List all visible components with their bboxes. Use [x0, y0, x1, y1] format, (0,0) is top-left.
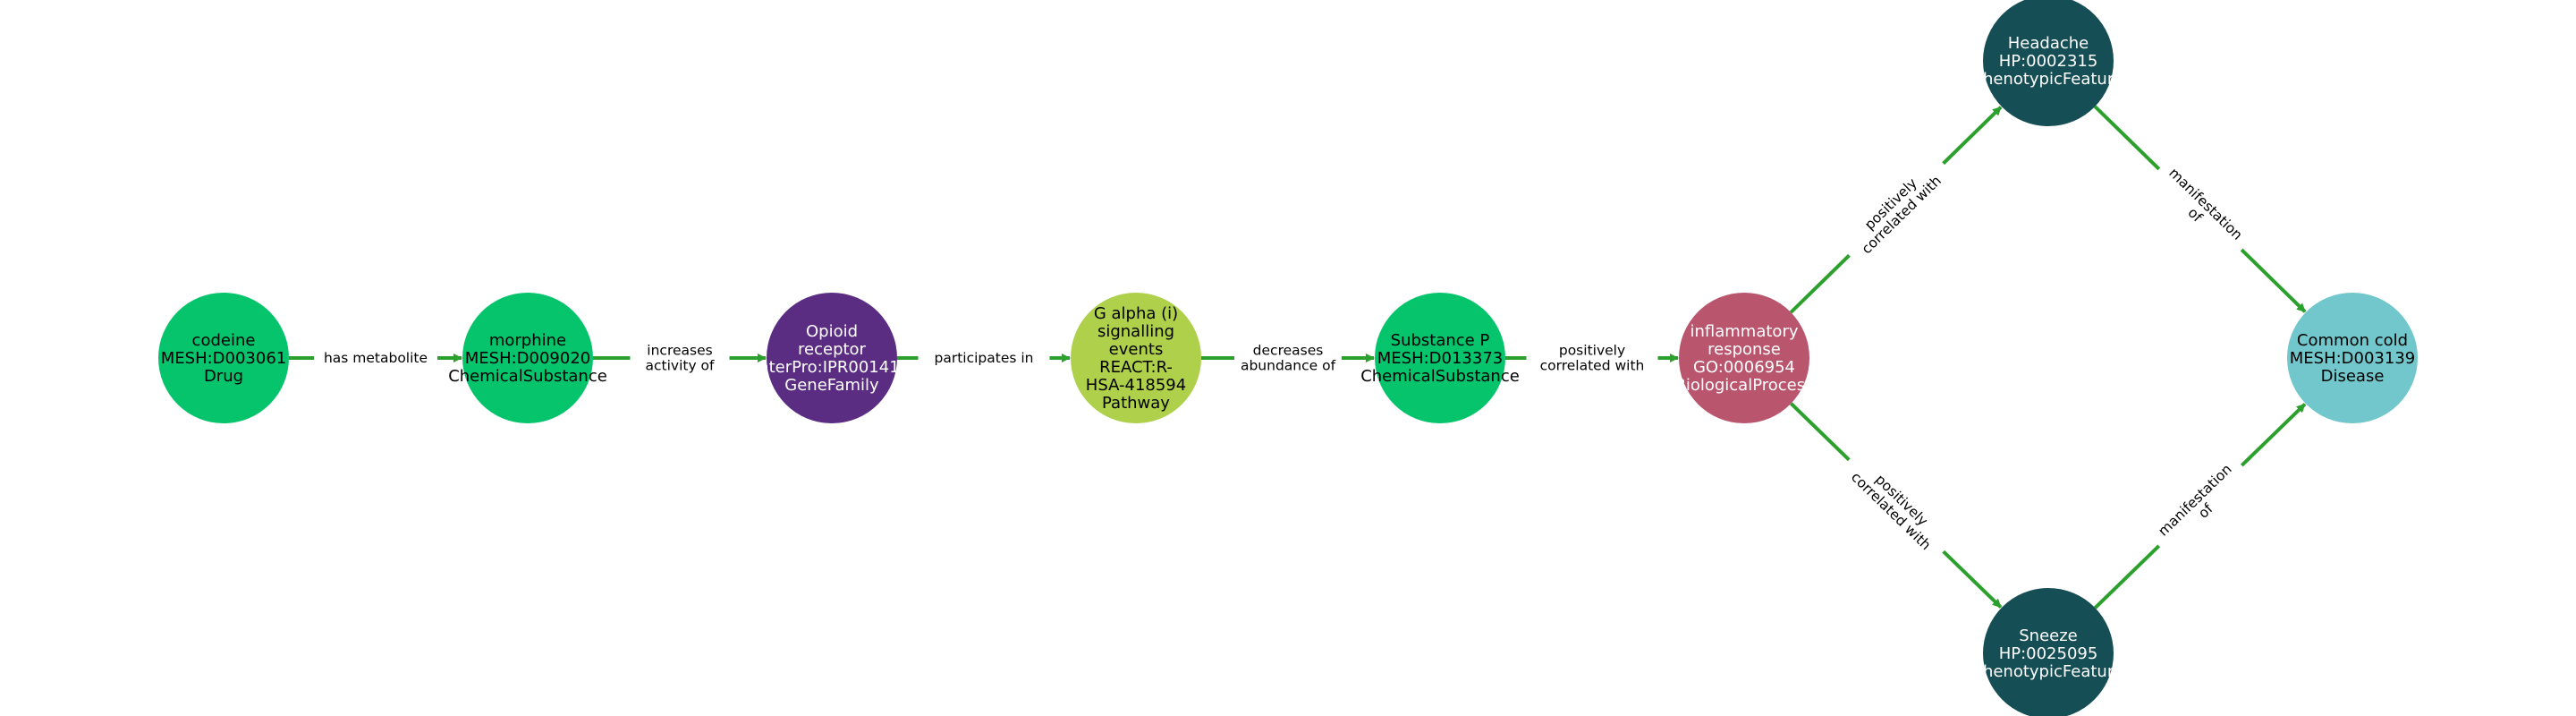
- edge-label-opioid-to-galpha: participates in: [918, 347, 1050, 369]
- edge-label-line: abundance of: [1241, 358, 1336, 374]
- edge-label-background: [1836, 150, 1956, 268]
- node-label-line: MESH:D003061: [161, 349, 287, 368]
- edge-label-line: positively: [1559, 343, 1625, 359]
- node-label-line: Opioid: [806, 322, 858, 341]
- edge-label-background: [1836, 447, 1956, 565]
- node-label-line: ChemicalSubstance: [448, 367, 607, 386]
- edge-label-line: participates in: [934, 350, 1033, 366]
- edge-label-background: [2146, 452, 2255, 559]
- node-opioid[interactable]: OpioidreceptorInterPro:IPR001418GeneFami…: [754, 293, 910, 423]
- edge-label-line: activity of: [645, 358, 715, 374]
- node-label-line: Headache: [2008, 34, 2089, 53]
- node-label-line: events: [1109, 340, 1164, 359]
- node-circle: [1983, 588, 2114, 716]
- node-circle: [1679, 293, 1809, 423]
- node-label-line: codeine: [192, 331, 256, 350]
- node-label-line: response: [1707, 340, 1781, 359]
- node-circle: [1983, 0, 2114, 126]
- node-galpha[interactable]: G alpha (i)signallingeventsREACT:R-HSA-4…: [1071, 293, 1201, 423]
- node-label-line: signalling: [1097, 322, 1174, 341]
- node-label-line: morphine: [489, 331, 566, 350]
- node-circle: [2287, 293, 2418, 423]
- node-circle: [1071, 293, 1201, 423]
- edge-label-background: [314, 347, 437, 369]
- node-label-line: REACT:R-: [1099, 358, 1173, 377]
- node-inflammatory[interactable]: inflammatoryresponseGO:0006954Biological…: [1674, 293, 1814, 423]
- node-label-line: GeneFamily: [784, 376, 879, 395]
- node-label-line: HP:0025095: [1999, 644, 2098, 663]
- node-label-line: inflammatory: [1690, 322, 1799, 341]
- node-label-line: BiologicalProcess: [1674, 376, 1813, 395]
- node-circle: [158, 293, 289, 423]
- edge-label-background: [630, 340, 730, 376]
- edge-label-codeine-to-morphine: has metabolite: [314, 347, 437, 369]
- edge-label-background: [2146, 156, 2255, 263]
- node-label-line: G alpha (i): [1094, 304, 1178, 323]
- edge-label-line: decreases: [1253, 343, 1324, 359]
- node-label-line: InterPro:IPR001418: [754, 358, 910, 377]
- node-circle: [767, 293, 897, 423]
- node-label-line: MESH:D009020: [465, 349, 591, 368]
- node-label-line: Common cold: [2297, 331, 2408, 350]
- node-label-line: HP:0002315: [1999, 52, 2098, 71]
- node-label-line: Substance P: [1391, 331, 1490, 350]
- edge-label-background: [1234, 340, 1342, 376]
- node-label-line: Sneeze: [2019, 626, 2078, 645]
- node-label-line: MESH:D013373: [1377, 349, 1504, 368]
- edge-label-line: has metabolite: [324, 350, 428, 366]
- node-label-line: PhenotypicFeature: [1973, 662, 2123, 681]
- node-label-line: PhenotypicFeature: [1973, 70, 2123, 89]
- edge-label-line: increases: [647, 343, 712, 359]
- node-circle: [1375, 293, 1505, 423]
- node-label-line: HSA-418594: [1086, 376, 1186, 395]
- node-label-line: Disease: [2321, 367, 2385, 386]
- node-circle: [462, 293, 593, 423]
- node-label-line: MESH:D003139: [2290, 349, 2416, 368]
- node-label-line: GO:0006954: [1693, 358, 1795, 377]
- node-label-line: receptor: [798, 340, 867, 359]
- node-label-line: Drug: [204, 367, 243, 386]
- node-label-line: ChemicalSubstance: [1360, 367, 1520, 386]
- edge-label-line: correlated with: [1540, 358, 1645, 374]
- edge-label-background: [1526, 340, 1658, 376]
- node-label-line: Pathway: [1102, 394, 1170, 413]
- edge-label-background: [918, 347, 1050, 369]
